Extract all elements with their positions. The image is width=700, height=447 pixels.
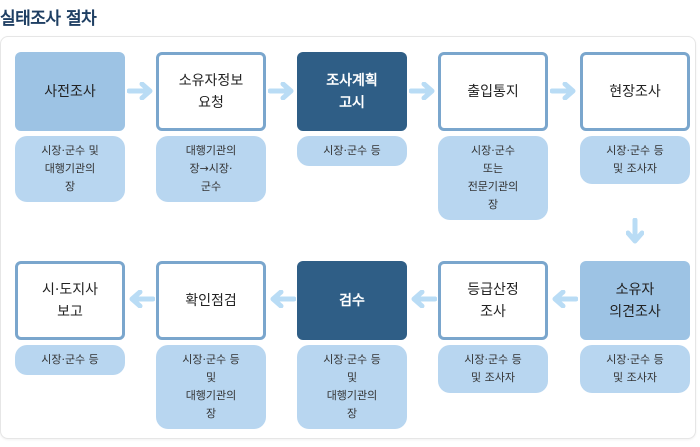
step-actor: 대행기관의 장→시장· 군수 xyxy=(156,136,266,202)
step-2-owner-info-request: 소유자정보 요청 대행기관의 장→시장· 군수 xyxy=(156,52,266,202)
step-box: 시·도지사 보고 xyxy=(15,261,125,340)
step-1-pre-survey: 사전조사 시장·군수 및 대행기관의 장 xyxy=(15,52,125,202)
step-box: 확인점검 xyxy=(156,261,266,340)
step-10-governor-report: 시·도지사 보고 시장·군수 등 xyxy=(15,261,125,375)
step-actor: 시장·군수 등 및 조사자 xyxy=(438,345,548,393)
step-actor: 시장·군수 등 xyxy=(15,345,125,375)
arrow-right-icon xyxy=(127,82,153,100)
arrow-left-icon xyxy=(129,290,155,308)
step-9-verification-check: 확인점검 시장·군수 등 및 대행기관의 장 xyxy=(156,261,266,429)
arrow-left-icon xyxy=(270,290,296,308)
arrow-right-icon xyxy=(268,82,294,100)
step-5-field-survey: 현장조사 시장·군수 등 및 조사자 xyxy=(580,52,690,184)
arrow-down-icon xyxy=(626,218,644,244)
step-3-survey-plan-notice: 조사계획 고시 시장·군수 등 xyxy=(297,52,407,166)
step-8-inspection: 검수 시장·군수 등 및 대행기관의 장 xyxy=(297,261,407,429)
step-actor: 시장·군수 등 xyxy=(297,136,407,166)
step-box: 조사계획 고시 xyxy=(297,52,407,131)
step-actor: 시장·군수 등 및 조사자 xyxy=(580,345,690,393)
step-actor: 시장·군수 등 및 대행기관의 장 xyxy=(156,345,266,429)
arrow-right-icon xyxy=(409,82,435,100)
arrow-left-icon xyxy=(411,290,437,308)
step-4-entry-notice: 출입통지 시장·군수 또는 전문기관의 장 xyxy=(438,52,548,220)
step-actor: 시장·군수 등 및 대행기관의 장 xyxy=(297,345,407,429)
step-6-owner-opinion-survey: 소유자 의견조사 시장·군수 등 및 조사자 xyxy=(580,261,690,393)
step-box: 사전조사 xyxy=(15,52,125,131)
step-box: 등급산정 조사 xyxy=(438,261,548,340)
step-box: 출입통지 xyxy=(438,52,548,131)
step-box: 소유자정보 요청 xyxy=(156,52,266,131)
arrow-right-icon xyxy=(550,82,576,100)
arrow-left-icon xyxy=(552,290,578,308)
step-actor: 시장·군수 및 대행기관의 장 xyxy=(15,136,125,202)
step-box: 검수 xyxy=(297,261,407,340)
step-box: 현장조사 xyxy=(580,52,690,131)
step-actor: 시장·군수 또는 전문기관의 장 xyxy=(438,136,548,220)
step-7-grade-survey: 등급산정 조사 시장·군수 등 및 조사자 xyxy=(438,261,548,393)
page-title: 실태조사 절차 xyxy=(0,9,97,29)
step-actor: 시장·군수 등 및 조사자 xyxy=(580,136,690,184)
step-box: 소유자 의견조사 xyxy=(580,261,690,340)
